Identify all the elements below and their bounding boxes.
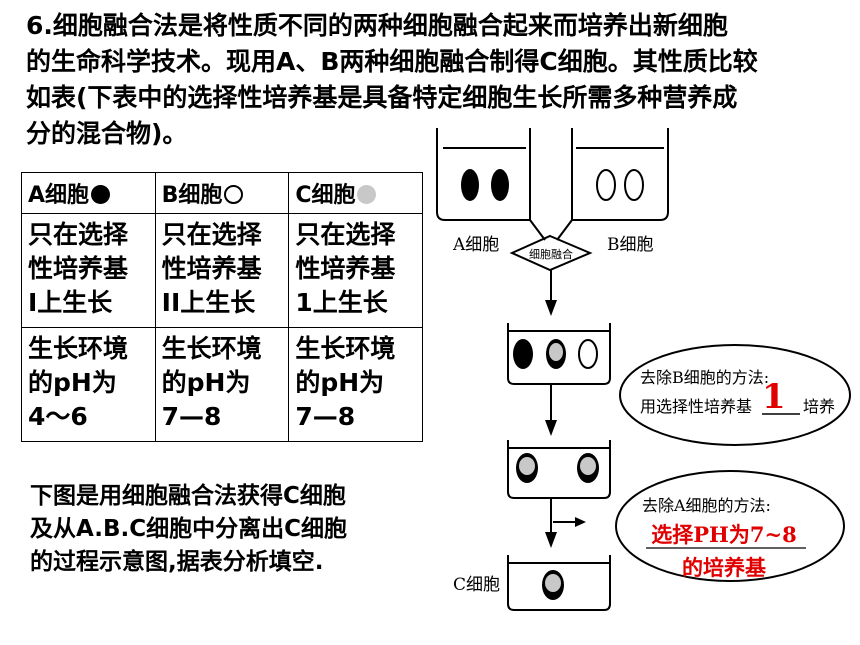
- callout2-answer-line1: 选择PH为7~8: [651, 522, 796, 547]
- a-cell: [461, 169, 479, 201]
- c-cell-label: C细胞: [453, 575, 500, 595]
- callout2-title: 去除A细胞的方法:: [642, 496, 771, 515]
- question-line: 分的混合物)。: [26, 119, 188, 148]
- a-cell: [491, 169, 509, 201]
- instruction-line: 及从A.B.C细胞中分离出C细胞: [30, 516, 347, 542]
- question-text: 6.细胞融合法是将性质不同的两种细胞融合起来而培养出新细胞 的生命科学技术。现用…: [26, 8, 852, 152]
- c-beaker: [507, 555, 611, 611]
- grey-cell-icon: [357, 185, 377, 204]
- b-cell-label: B细胞: [607, 235, 654, 255]
- callout2-answer-line2: 的培养基: [682, 555, 767, 580]
- question-line: 如表(下表中的选择性培养基是具备特定细胞生长所需多种营养成: [26, 83, 738, 112]
- mix-beaker: [507, 323, 611, 385]
- diagram-instruction-text: 下图是用细胞融合法获得C细胞 及从A.B.C细胞中分离出C细胞 的过程示意图,据…: [30, 480, 430, 579]
- c-cell-core: [549, 343, 563, 361]
- instruction-line: 的过程示意图,据表分析填空.: [30, 549, 324, 575]
- b-connector-line: [556, 219, 573, 241]
- a-cell: [513, 339, 533, 369]
- white-cell-icon: [224, 185, 244, 204]
- c-cell-core: [545, 574, 561, 592]
- ac-beaker: [507, 440, 611, 499]
- callout-remove-a: [615, 470, 845, 582]
- table-header-row: A细胞 B细胞 C细胞: [21, 172, 423, 214]
- table-cell: 生长环境 的pH为 7—8: [154, 327, 290, 442]
- b-cell-container: [571, 128, 669, 221]
- a-cell-container: [436, 128, 531, 221]
- table-cell: 只在选择 性培养基 1上生长: [288, 213, 423, 328]
- callout1-answer: 1: [762, 377, 786, 417]
- table-cell: 只在选择 性培养基 I上生长: [21, 213, 156, 328]
- arrowhead-3: [545, 532, 557, 548]
- b-cell: [596, 169, 616, 201]
- arrowhead-1: [545, 300, 557, 316]
- c-cell-core: [519, 457, 535, 475]
- table-cell: 生长环境 的pH为 4～6: [21, 327, 156, 442]
- a-connector-line: [529, 219, 546, 241]
- b-cell: [578, 339, 598, 369]
- table-row: 只在选择 性培养基 I上生长 只在选择 性培养基 II上生长 只在选择 性培养基…: [21, 213, 423, 328]
- table-cell: 生长环境 的pH为 7—8: [288, 327, 423, 442]
- header-c-cell: C细胞: [288, 172, 423, 214]
- c-cell-core: [580, 457, 596, 475]
- black-cell-icon: [91, 185, 111, 204]
- callout-remove-b: [619, 344, 851, 446]
- b-cell: [624, 169, 644, 201]
- table-row: 生长环境 的pH为 4～6 生长环境 的pH为 7—8 生长环境 的pH为 7—…: [21, 327, 423, 442]
- callout1-prefix: 用选择性培养基: [640, 397, 752, 416]
- arrowhead-side: [575, 517, 586, 527]
- callout1-title: 去除B细胞的方法:: [640, 368, 769, 387]
- instruction-line: 下图是用细胞融合法获得C细胞: [30, 483, 346, 509]
- question-line: 的生命科学技术。现用A、B两种细胞融合制得C细胞。其性质比较: [26, 47, 758, 76]
- cell-properties-table: A细胞 B细胞 C细胞 只在选择 性培养基 I上生长 只在选择 性培养基 II上…: [21, 172, 423, 442]
- table-cell: 只在选择 性培养基 II上生长: [154, 213, 290, 328]
- question-line: 6.细胞融合法是将性质不同的两种细胞融合起来而培养出新细胞: [26, 11, 728, 40]
- fusion-label: 细胞融合: [529, 247, 573, 261]
- a-cell-label: A细胞: [452, 235, 499, 255]
- callout1-suffix: 培养: [803, 397, 835, 416]
- arrowhead-2: [545, 420, 557, 436]
